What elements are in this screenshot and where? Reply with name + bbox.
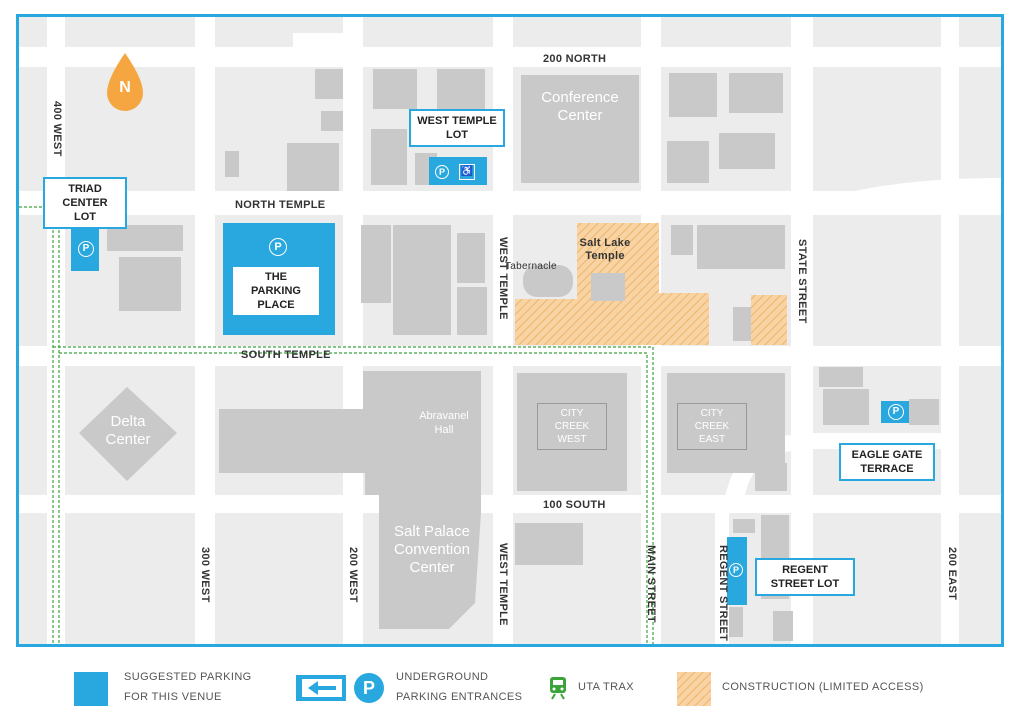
- conference-center-label: Conference Center: [541, 89, 619, 124]
- street-label-west-temple-south: WEST TEMPLE: [497, 543, 509, 626]
- building: [733, 519, 755, 533]
- road-west-temple: [493, 17, 513, 644]
- west-temple-lot-p-icon: P: [435, 165, 449, 179]
- street-label-200-east: 200 EAST: [946, 547, 958, 601]
- street-label-west-temple-north: WEST TEMPLE: [497, 237, 509, 320]
- street-label-100-south: 100 SOUTH: [543, 499, 606, 511]
- building: [225, 151, 239, 177]
- construction-east: [751, 295, 787, 345]
- city-creek-west-label: CITY CREEK WEST: [537, 403, 607, 450]
- trax-lines: [19, 206, 654, 644]
- street-label-main-street: MAIN STREET: [645, 545, 657, 623]
- road-400-west: [47, 17, 65, 644]
- building: [819, 367, 863, 387]
- road-north-alley: [293, 33, 353, 49]
- building: [457, 287, 487, 335]
- road-regent-street: [715, 508, 729, 644]
- street-label-200-north: 200 NORTH: [543, 53, 607, 65]
- salt-lake-temple-shape: [591, 273, 625, 301]
- building: [729, 73, 783, 113]
- building: [315, 69, 343, 99]
- building: [697, 225, 785, 269]
- city-creek-east-label: CITY CREEK EAST: [677, 403, 747, 450]
- legend-suggested-label: SUGGESTED PARKING FOR THIS VENUE: [124, 671, 252, 703]
- north-compass: [107, 53, 143, 111]
- street-label-300-west: 300 WEST: [199, 547, 211, 603]
- tabernacle-shape: [523, 265, 573, 297]
- building: [457, 233, 485, 283]
- salt-palace-label: Salt Palace Convention Center: [394, 523, 470, 576]
- building: [361, 225, 391, 303]
- building: [909, 399, 939, 425]
- legend-underground-label: UNDERGROUND PARKING ENTRANCES: [396, 671, 523, 703]
- street-grid: [19, 17, 1001, 644]
- road-200-west: [343, 17, 363, 644]
- building: [515, 523, 583, 565]
- legend-construction-swatch: [677, 672, 711, 706]
- road-state-street: [791, 17, 813, 644]
- abravanel-hall-label: Abravanel Hall: [419, 410, 469, 436]
- legend-trax-label: UTA TRAX: [578, 681, 634, 693]
- tabernacle-label: Tabernacle: [505, 261, 557, 272]
- map-canvas: [19, 17, 1001, 644]
- road-300-west: [195, 17, 215, 644]
- building: [437, 69, 485, 111]
- legend-p-letter: P: [362, 678, 375, 698]
- triad-p-icon: P: [78, 241, 94, 257]
- parking-place-callout[interactable]: THE PARKING PLACE: [233, 267, 319, 315]
- conference-center-shape: [521, 75, 639, 183]
- building: [671, 225, 693, 255]
- accessible-parking-icon: ♿: [459, 164, 475, 180]
- street-label-200-west: 200 WEST: [347, 547, 359, 603]
- salt-palace-shape: [219, 371, 481, 629]
- eagle-gate-terrace-callout[interactable]: EAGLE GATE TERRACE: [839, 443, 935, 481]
- regent-street-lot-callout[interactable]: REGENT STREET LOT: [755, 558, 855, 596]
- building: [667, 141, 709, 183]
- street-label-state-street: STATE STREET: [796, 239, 808, 324]
- eagle-gate-p-icon: P: [888, 404, 904, 420]
- train-icon: [550, 677, 566, 700]
- building: [287, 143, 339, 191]
- arrow-left-icon: [302, 679, 342, 697]
- street-label-400-west: 400 WEST: [51, 101, 63, 157]
- street-label-south-temple: SOUTH TEMPLE: [241, 349, 331, 361]
- building: [119, 257, 181, 311]
- parking-place-p-icon: P: [269, 238, 287, 256]
- legend-p-icon: P: [354, 673, 384, 703]
- road-200-east: [941, 17, 959, 644]
- building: [773, 611, 793, 641]
- regent-p-icon: P: [729, 563, 743, 577]
- building: [733, 307, 751, 341]
- building: [667, 373, 785, 473]
- building: [321, 111, 343, 131]
- legend-construction-label: CONSTRUCTION (LIMITED ACCESS): [722, 681, 924, 693]
- map-frame: 200 NORTH NORTH TEMPLE SOUTH TEMPLE 100 …: [16, 14, 1004, 647]
- building: [755, 463, 787, 491]
- triad-center-lot-callout[interactable]: TRIAD CENTER LOT: [43, 177, 127, 229]
- building: [393, 225, 451, 335]
- building: [719, 133, 775, 169]
- west-temple-lot-callout[interactable]: WEST TEMPLE LOT: [409, 109, 505, 147]
- building: [517, 373, 627, 491]
- street-label-regent-street: REGENT STREET: [717, 545, 729, 642]
- legend-suggested-swatch: [74, 672, 108, 706]
- buildings: [79, 69, 939, 641]
- road-curve-north-temple: [813, 178, 1001, 215]
- building: [823, 389, 869, 425]
- delta-center-shape: [79, 387, 177, 481]
- building: [107, 225, 183, 251]
- building: [373, 69, 417, 109]
- map-legend: SUGGESTED PARKING FOR THIS VENUE P UNDER…: [0, 655, 1024, 722]
- building: [669, 73, 717, 117]
- building: [729, 607, 743, 637]
- salt-lake-temple-label: Salt Lake Temple: [579, 237, 631, 262]
- legend-entrance-arrow-icon: [290, 675, 346, 701]
- street-label-north-temple: NORTH TEMPLE: [235, 199, 326, 211]
- delta-center-label: Delta Center: [105, 413, 151, 448]
- building: [371, 129, 407, 185]
- north-badge: N: [119, 79, 131, 96]
